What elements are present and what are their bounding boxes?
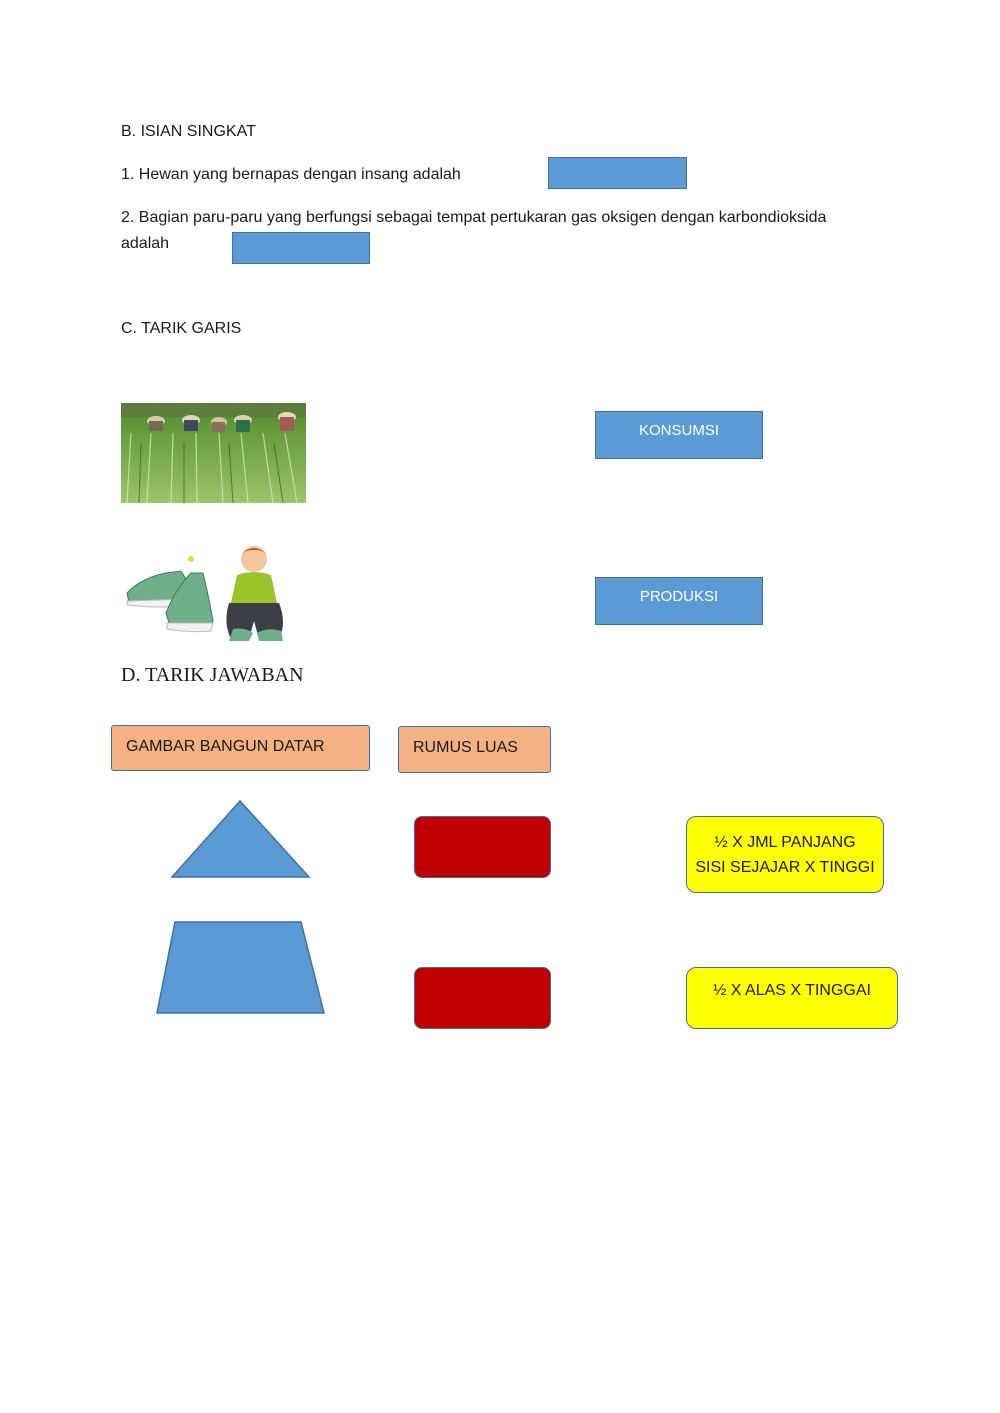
section-d-heading: D. TARIK JAWABAN <box>121 664 304 686</box>
question-2-text-continued: adalah <box>121 235 170 252</box>
formula-triangle-text: ½ X ALAS X TINGGAI <box>713 982 871 999</box>
rice-field-photo <box>121 403 306 503</box>
formula-trapezoid-line2: SISI SEJAJAR X TINGGI <box>695 858 875 876</box>
question-1-text: 1. Hewan yang bernapas dengan insang ada… <box>121 166 461 183</box>
konsumsi-label[interactable]: KONSUMSI <box>595 411 763 459</box>
formula-trapezoid-line1: ½ X JML PANJANG <box>714 833 856 851</box>
answer-slot-2[interactable] <box>414 967 551 1029</box>
answer-slot-1[interactable] <box>414 816 551 878</box>
answer-input-2[interactable] <box>232 232 370 264</box>
produksi-label[interactable]: PRODUKSI <box>595 577 763 625</box>
question-2-text: 2. Bagian paru-paru yang berfungsi sebag… <box>121 209 827 226</box>
formula-column-header: RUMUS LUAS <box>398 726 551 773</box>
trapezoid-shape <box>155 920 327 1016</box>
section-c-heading: C. TARIK GARIS <box>121 320 242 337</box>
formula-trapezoid-card[interactable]: ½ X JML PANJANG SISI SEJAJAR X TINGGI <box>686 816 884 893</box>
shape-column-header: GAMBAR BANGUN DATAR <box>111 725 370 771</box>
child-tying-shoes-photo <box>121 543 294 643</box>
answer-input-1[interactable] <box>548 157 687 189</box>
triangle-shape <box>170 799 312 880</box>
formula-triangle-card[interactable]: ½ X ALAS X TINGGAI <box>686 967 898 1029</box>
section-b-heading: B. ISIAN SINGKAT <box>121 123 256 140</box>
